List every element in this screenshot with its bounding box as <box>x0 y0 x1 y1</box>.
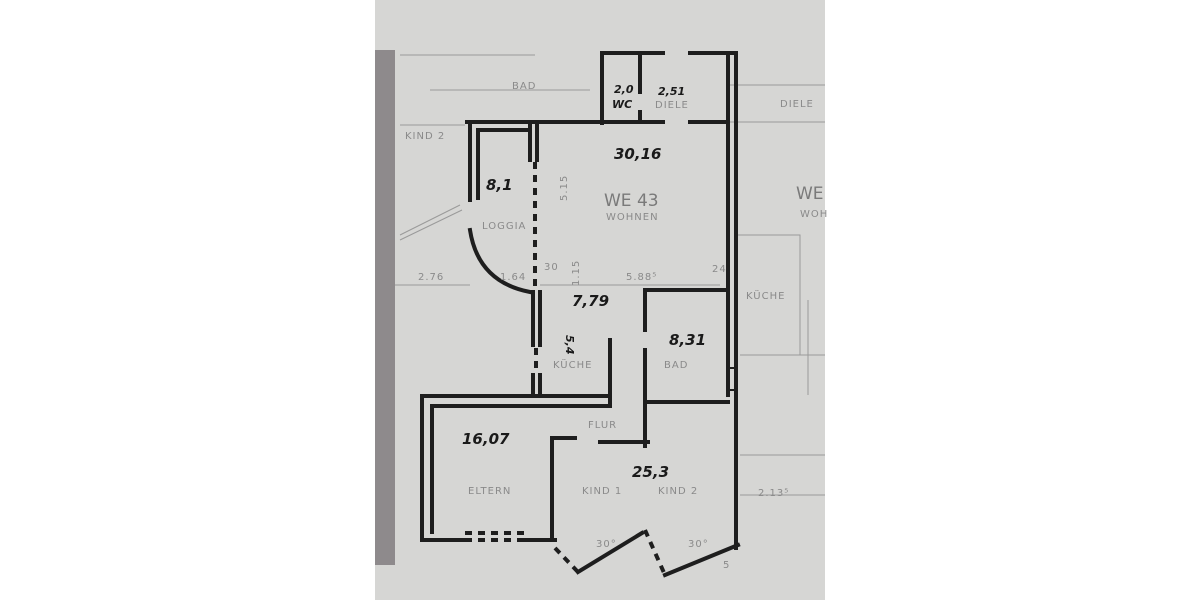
area-wc: 2,0 <box>614 83 634 96</box>
dimension-bay-angle-2: 30° <box>688 539 709 550</box>
dimension-loggia-width: 2.76 <box>418 272 444 283</box>
area-kueche-side: 5,4 <box>563 335 576 355</box>
room-label-kind2: KIND 2 <box>658 486 698 497</box>
area-kueche: 7,79 <box>572 292 609 310</box>
neighbor-label-bad: BAD <box>512 81 536 92</box>
dimension-5-15: 5.15 <box>559 175 570 201</box>
room-label-eltern: ELTERN <box>468 486 511 497</box>
room-label-loggia: LOGGIA <box>482 221 526 232</box>
dimension-1-64: 1.64 <box>500 272 526 283</box>
area-bad: 8,31 <box>669 331 706 349</box>
area-wohnen: 30,16 <box>614 145 661 163</box>
dimension-5: 5 <box>723 560 730 571</box>
neighbor-label-diele: DIELE <box>780 99 814 110</box>
area-eltern: 16,07 <box>462 430 510 448</box>
neighbor-label-wohnen: WOH <box>800 209 828 220</box>
dimension-24: 24 <box>712 264 727 275</box>
dimension-30: 30 <box>544 262 559 273</box>
area-loggia: 8,1 <box>486 176 513 194</box>
dimension-bay-angle-1: 30° <box>596 539 617 550</box>
window-frame <box>728 367 738 391</box>
neighbor-label-kueche: KÜCHE <box>746 289 785 302</box>
wc-label: WC <box>612 98 632 111</box>
neighbor-label-we: WE <box>796 184 824 204</box>
dimension-2-13: 2.13⁵ <box>758 488 789 499</box>
room-label-bad: BAD <box>664 360 688 371</box>
dimension-1-15: 1.15 <box>571 260 582 286</box>
room-label-diele: DIELE <box>655 100 689 111</box>
room-label-wohnen: WOHNEN <box>606 212 659 223</box>
sheet-edge-shadow <box>375 50 395 565</box>
neighbor-plan-lines <box>395 54 825 496</box>
room-label-kueche: KÜCHE <box>553 358 592 371</box>
unit-label: WE 43 <box>604 191 659 211</box>
area-kind: 25,3 <box>632 463 669 481</box>
dimension-wohnen-width: 5.88⁵ <box>626 272 657 283</box>
room-label-flur: FLUR <box>588 420 617 431</box>
walls <box>420 51 741 578</box>
neighbor-label-kind2: KIND 2 <box>405 131 445 142</box>
area-diele: 2,51 <box>658 85 685 98</box>
room-label-kind1: KIND 1 <box>582 486 622 497</box>
